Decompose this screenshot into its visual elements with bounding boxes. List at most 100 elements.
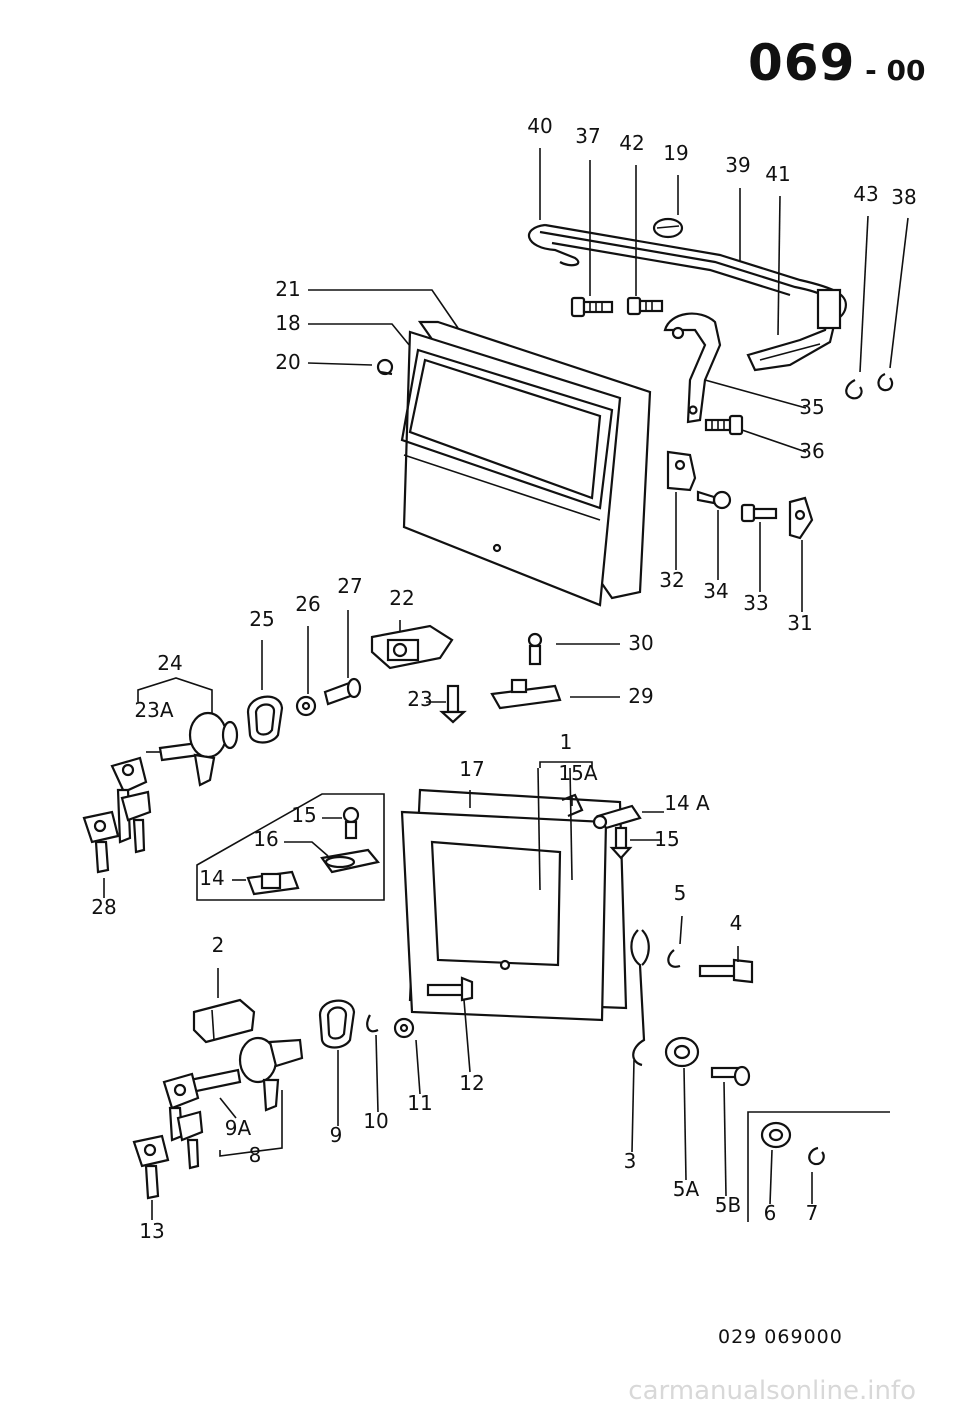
callout-17: 17 bbox=[459, 757, 484, 781]
key-13 bbox=[132, 1134, 170, 1200]
callout-25: 25 bbox=[249, 607, 274, 631]
bolt-4 bbox=[698, 958, 754, 984]
callout-15: 15 bbox=[291, 803, 316, 827]
diagram-number: 069 bbox=[748, 34, 856, 92]
callout-39: 39 bbox=[725, 153, 750, 177]
key-28 bbox=[82, 810, 120, 874]
callout-5b: 5B bbox=[715, 1193, 741, 1217]
watermark-text: carmanualsonline.info bbox=[628, 1376, 916, 1406]
callout-30: 30 bbox=[628, 631, 653, 655]
callout-1: 1 bbox=[560, 730, 573, 754]
screw-23 bbox=[439, 684, 467, 724]
callout-41: 41 bbox=[765, 162, 790, 186]
callout-7: 7 bbox=[806, 1201, 819, 1225]
seal-25 bbox=[246, 695, 284, 744]
bolt-42 bbox=[626, 296, 664, 316]
pin-5B bbox=[710, 1065, 751, 1087]
callout-26: 26 bbox=[295, 592, 320, 616]
screw-15 bbox=[609, 826, 633, 860]
callout-11: 11 bbox=[407, 1091, 432, 1115]
bracket-32 bbox=[666, 450, 697, 492]
callout-23a: 23A bbox=[134, 698, 173, 722]
callout-2: 2 bbox=[212, 933, 225, 957]
callout-6: 6 bbox=[764, 1201, 777, 1225]
lock-cylinder-23A bbox=[158, 711, 239, 787]
callout-32: 32 bbox=[659, 568, 684, 592]
callout-27: 27 bbox=[337, 574, 362, 598]
screw-15-inset bbox=[342, 806, 360, 840]
clip-10 bbox=[366, 1014, 379, 1033]
callout-4: 4 bbox=[730, 911, 743, 935]
callout-43: 43 bbox=[853, 182, 878, 206]
lock-cylinder-9A bbox=[188, 1036, 304, 1112]
circlip-43 bbox=[845, 379, 863, 400]
callout-19: 19 bbox=[663, 141, 688, 165]
screw-34 bbox=[696, 490, 732, 510]
callout-40: 40 bbox=[527, 114, 552, 138]
callout-5: 5 bbox=[674, 881, 687, 905]
callout-14a: 14 A bbox=[664, 791, 710, 815]
callout-14: 14 bbox=[199, 866, 224, 890]
rail-clip-19 bbox=[652, 217, 684, 239]
lock-mechanism-22 bbox=[370, 624, 454, 670]
callout-35: 35 bbox=[799, 395, 824, 419]
callout-15: 15 bbox=[654, 827, 679, 851]
lock-housing-2 bbox=[192, 998, 256, 1044]
callout-16: 16 bbox=[253, 827, 278, 851]
bolt-27 bbox=[323, 677, 362, 706]
callout-28: 28 bbox=[91, 895, 116, 919]
rod-3 bbox=[630, 929, 650, 1067]
bolt-12 bbox=[426, 976, 474, 1002]
drawing-code: 029 069000 bbox=[718, 1326, 843, 1348]
seal-9 bbox=[318, 999, 356, 1049]
diagram-title: 069 - 00 bbox=[748, 34, 925, 92]
circlip-38 bbox=[877, 372, 894, 392]
handle-1 bbox=[537, 767, 573, 891]
rear-door-17 bbox=[400, 788, 628, 1022]
callout-10: 10 bbox=[363, 1109, 388, 1133]
plate-16 bbox=[320, 848, 381, 874]
clip-5 bbox=[667, 949, 681, 968]
callout-22: 22 bbox=[389, 586, 414, 610]
callout-8: 8 bbox=[249, 1143, 262, 1167]
callout-18: 18 bbox=[275, 311, 300, 335]
callout-9a: 9A bbox=[225, 1116, 252, 1140]
bolt-36 bbox=[704, 414, 744, 436]
callout-23: 23 bbox=[407, 687, 432, 711]
plate-31 bbox=[788, 496, 814, 540]
callout-33: 33 bbox=[743, 591, 768, 615]
diagram-number-suffix-dash: - bbox=[855, 54, 887, 87]
inset-detail-box bbox=[196, 793, 385, 901]
bushing-6 bbox=[760, 1121, 792, 1149]
bolt-37 bbox=[570, 296, 614, 318]
callout-31: 31 bbox=[787, 611, 812, 635]
callout-42: 42 bbox=[619, 131, 644, 155]
bushing-5A bbox=[664, 1036, 700, 1068]
sliding-door-18 bbox=[400, 320, 652, 607]
diagram-number-suffix: 00 bbox=[886, 54, 926, 87]
clip-14 bbox=[246, 870, 300, 896]
key-set-8 bbox=[162, 1072, 204, 1170]
callout-29: 29 bbox=[628, 684, 653, 708]
clip-15A bbox=[561, 793, 584, 818]
bolt-33 bbox=[740, 503, 778, 523]
hinge-arm-35 bbox=[663, 312, 722, 424]
callout-15a: 15A bbox=[558, 761, 597, 785]
callout-20: 20 bbox=[275, 350, 300, 374]
key-set-24 bbox=[110, 756, 152, 854]
screw-30 bbox=[527, 632, 543, 666]
callout-36: 36 bbox=[799, 439, 824, 463]
callout-37: 37 bbox=[575, 124, 600, 148]
callout-13: 13 bbox=[139, 1219, 164, 1243]
washer-11 bbox=[393, 1017, 415, 1039]
callout-12: 12 bbox=[459, 1071, 484, 1095]
callout-9: 9 bbox=[330, 1123, 343, 1147]
inset-bracket-6-7 bbox=[747, 1111, 890, 1222]
plate-14A bbox=[592, 804, 642, 830]
callout-24: 24 bbox=[157, 651, 182, 675]
circlip-7 bbox=[808, 1146, 825, 1166]
callout-34: 34 bbox=[703, 579, 728, 603]
